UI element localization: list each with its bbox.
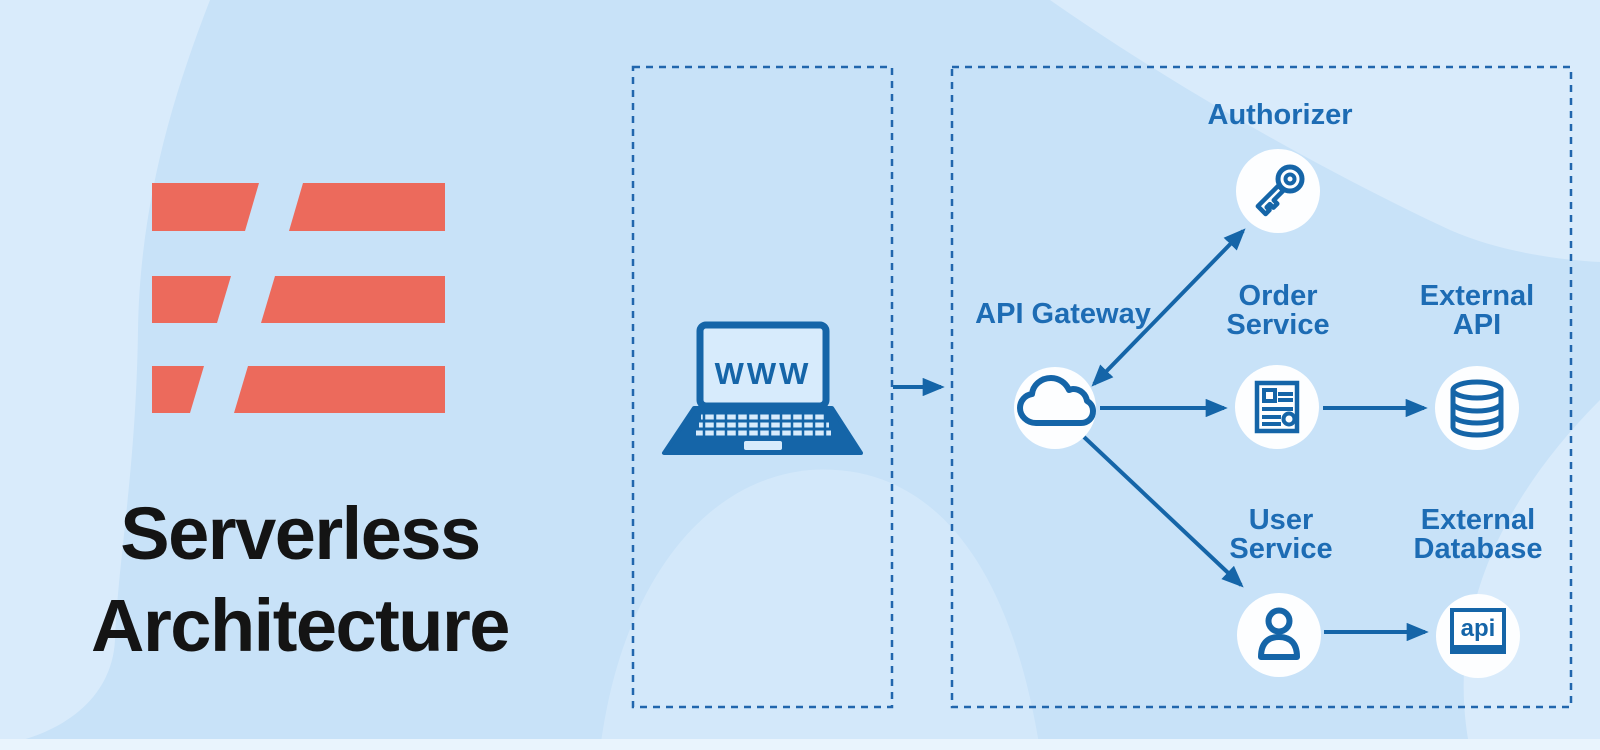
label-user-service: User Service	[1229, 504, 1333, 565]
database-icon	[1450, 379, 1504, 438]
document-icon	[1254, 380, 1300, 434]
api-badge-icon: api	[1450, 608, 1506, 654]
architecture-box	[950, 65, 1573, 709]
blob-top-left	[0, 0, 210, 745]
label-api-gateway: API Gateway	[975, 298, 1151, 330]
blob-top-right	[1050, 0, 1600, 262]
laptop-icon: WWW	[662, 321, 863, 455]
bottom-band	[0, 739, 1600, 750]
arrow-gateway-to-user	[1082, 435, 1244, 588]
laptop-screen-text: WWW	[715, 356, 812, 391]
user-icon	[1258, 607, 1300, 660]
arrow-gateway-authorizer	[1091, 228, 1246, 387]
node-circle-authorizer	[1236, 149, 1320, 233]
client-box	[631, 65, 894, 709]
title-line-1: Serverless	[120, 492, 481, 575]
label-authorizer: Authorizer	[1207, 99, 1353, 131]
cloud-icon	[1017, 375, 1096, 426]
label-order-service: Order Service	[1226, 280, 1330, 341]
blob-bottom-center	[600, 469, 1040, 750]
label-external-database: External Database	[1413, 504, 1543, 565]
key-icon	[1255, 164, 1305, 217]
label-external-api: External API	[1419, 280, 1535, 341]
title-line-2: Architecture	[91, 584, 510, 667]
page-title: Serverless Architecture	[91, 488, 510, 672]
api-badge-text: api	[1461, 615, 1496, 642]
